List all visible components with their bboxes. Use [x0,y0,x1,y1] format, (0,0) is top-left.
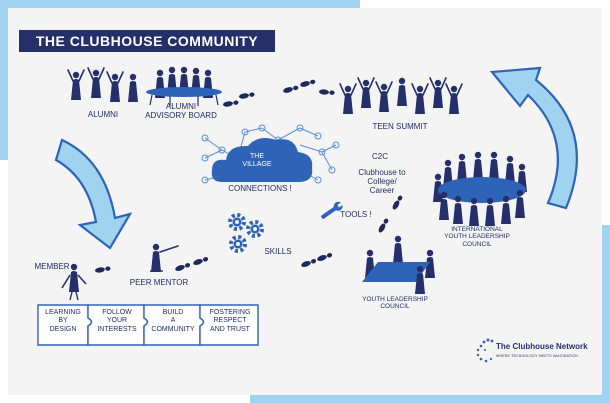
page-title: THE CLUBHOUSE COMMUNITY [19,30,275,52]
label-member: MEMBER [34,262,70,271]
peer-mentor-figure [150,243,179,272]
label-peer-mentor: PEER MENTOR [129,278,189,287]
left-curved-arrow [54,138,133,250]
puzzle-learning-by-design: LEARNING BY DESIGN [45,309,81,333]
puzzle-pieces [37,304,259,346]
youth-council-table [362,235,435,294]
label-c2c: C2C [371,152,388,161]
right-curved-arrow [489,66,578,210]
label-tools: TOOLS ! [340,210,372,219]
label-international-youth-leadership-council: INTERNATIONAL YOUTH LEADERSHIP COUNCIL [444,226,510,248]
village-network [201,124,340,184]
label-connections: CONNECTIONS ! [228,184,292,193]
puzzle-build-a-community: BUILD A COMMUNITY [151,309,195,333]
member-figure [61,263,87,301]
puzzle-follow-your-interests: FOLLOW YOUR INTERESTS [97,309,137,333]
label-teen-summit: TEEN SUMMIT [372,122,428,131]
clubhouse-network-logo-icon [476,338,494,363]
village-cloud [211,138,313,182]
wrench-icon [321,201,344,219]
label-alumni: ALUMNI [87,110,119,119]
label-youth-leadership-council: YOUTH LEADERSHIP COUNCIL [362,296,428,311]
logo-name: The Clubhouse Network [496,342,588,351]
alumni-advisory-board-table [146,66,222,106]
label-alumni-advisory-board: ALUMNI ADVISORY BOARD [145,102,217,121]
label-skills: SKILLS [264,247,292,256]
logo-tagline: WHERE TECHNOLOGY MEETS IMAGINATION [496,354,579,358]
international-council-table [433,151,527,226]
label-the-village: THE VILLAGE [242,153,272,169]
puzzle-fostering-respect-and-trust: FOSTERING RESPECT AND TRUST [209,309,251,333]
label-clubhouse-to-college: Clubhouse to College/ Career [358,168,406,196]
